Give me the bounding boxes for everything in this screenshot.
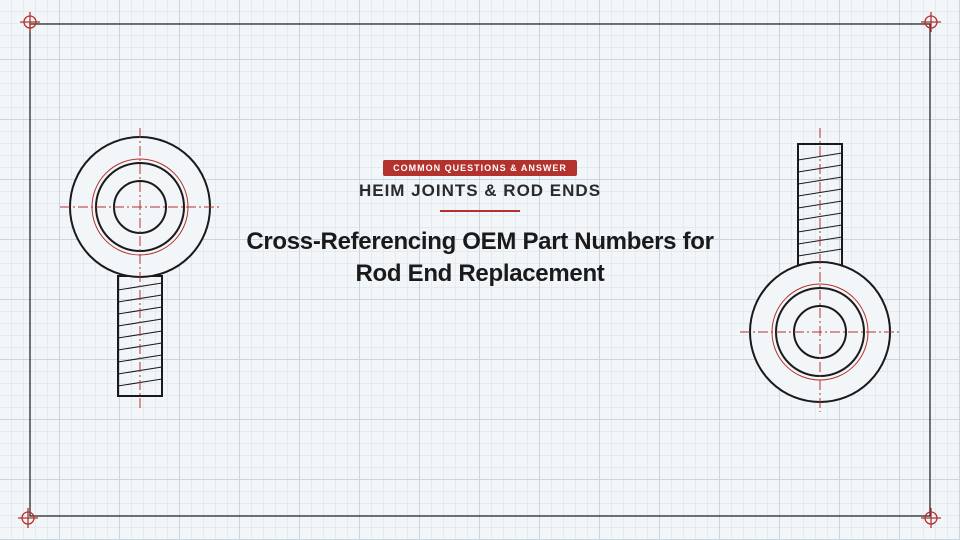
badge-label: COMMON QUESTIONS & ANSWER (383, 160, 577, 176)
corner-crosshair-icon (20, 12, 40, 32)
title-line-2: Rod End Replacement (355, 260, 605, 287)
title-line-1: Cross-Referencing OEM Part Numbers for (246, 228, 714, 255)
rod-end-drawing-right (740, 128, 900, 412)
corner-crosshair-icon (921, 508, 941, 528)
corner-crosshair-icon (18, 508, 38, 528)
page-title: Cross-Referencing OEM Part Numbers for R… (0, 226, 960, 290)
category-badge: COMMON QUESTIONS & ANSWER (0, 158, 960, 176)
corner-crosshair-icon (921, 12, 941, 32)
accent-divider (440, 210, 520, 212)
rod-end-drawing-left (60, 128, 222, 408)
drawing-frame (29, 23, 931, 517)
category-heading: HEIM JOINTS & ROD ENDS (358, 181, 602, 200)
